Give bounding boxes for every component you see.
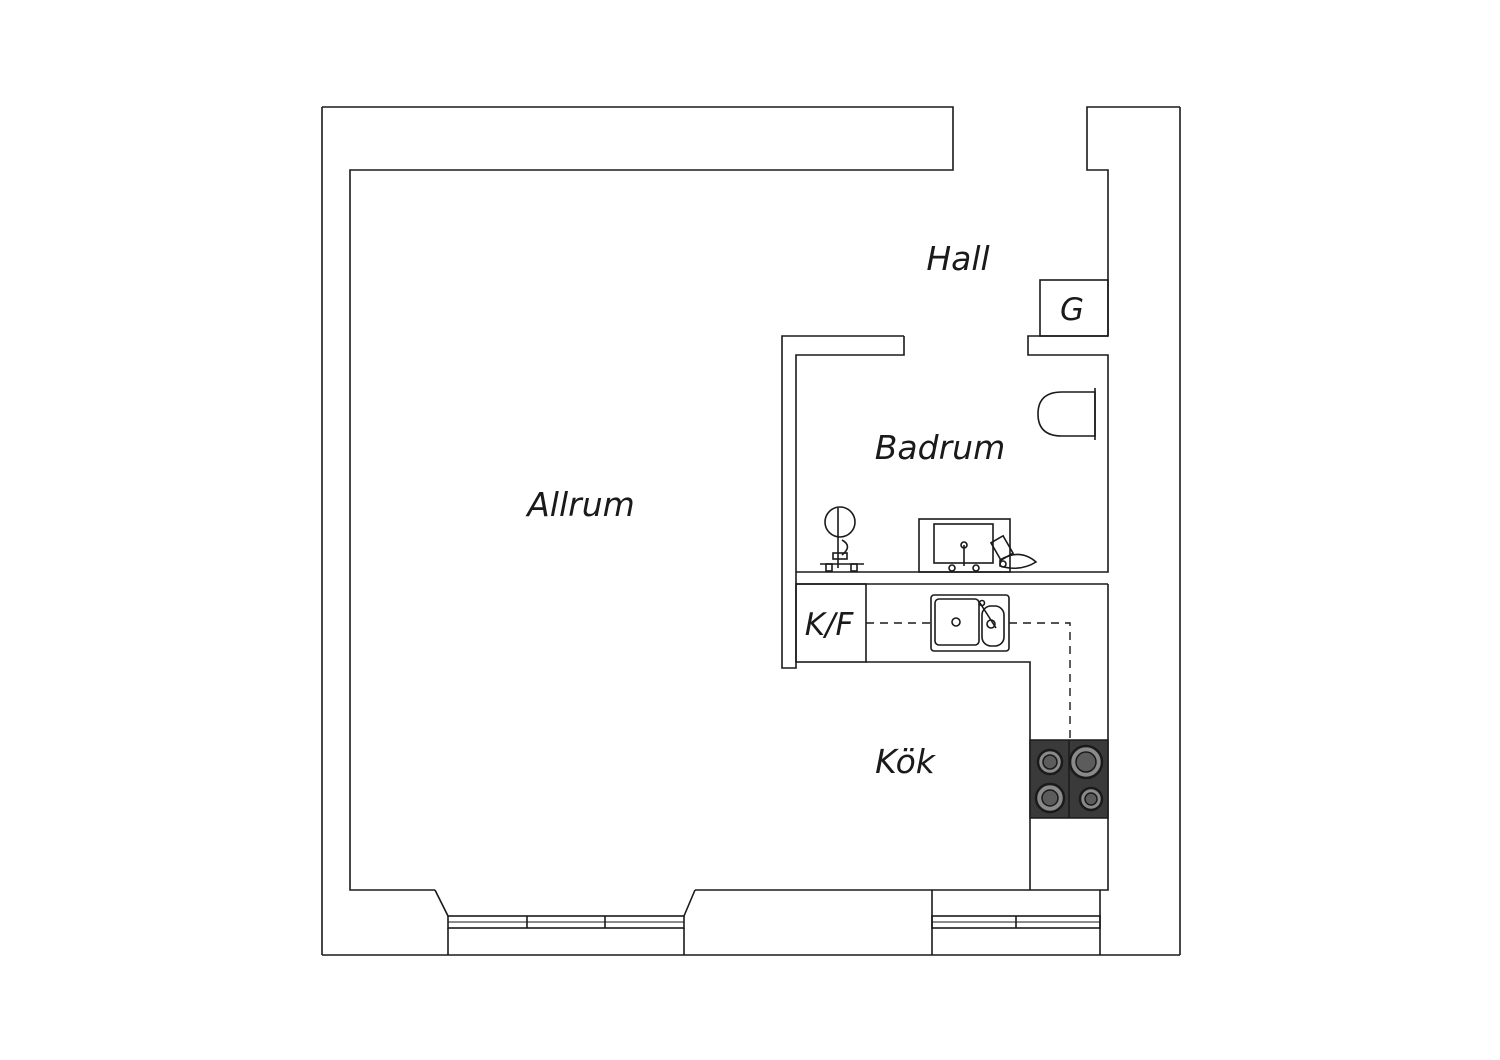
kitchen-sink-icon bbox=[930, 594, 1010, 652]
room-label-badrum: Badrum bbox=[875, 428, 1005, 467]
washbasin-icon bbox=[918, 518, 1038, 573]
room-label-kok: Kök bbox=[875, 742, 937, 781]
outer-wall-top-right bbox=[1086, 106, 1180, 336]
closet-label: G bbox=[1060, 292, 1084, 328]
toilet-icon bbox=[1037, 388, 1096, 440]
stove-icon bbox=[1029, 739, 1109, 819]
inner-wall-bottom bbox=[695, 584, 1109, 891]
fridge-freezer-label: K/F bbox=[805, 607, 855, 643]
counter-edge-dashed-right bbox=[1009, 622, 1071, 740]
outer-walls bbox=[321, 106, 1181, 956]
bathroom-wall-left bbox=[781, 335, 905, 669]
window-right bbox=[931, 890, 1101, 955]
window-left bbox=[434, 889, 696, 955]
closet-box bbox=[1039, 279, 1109, 337]
room-label-allrum: Allrum bbox=[525, 485, 635, 524]
room-label-hall: Hall bbox=[926, 239, 989, 278]
outer-wall-top-left bbox=[322, 106, 954, 891]
shower-icon bbox=[820, 506, 864, 572]
